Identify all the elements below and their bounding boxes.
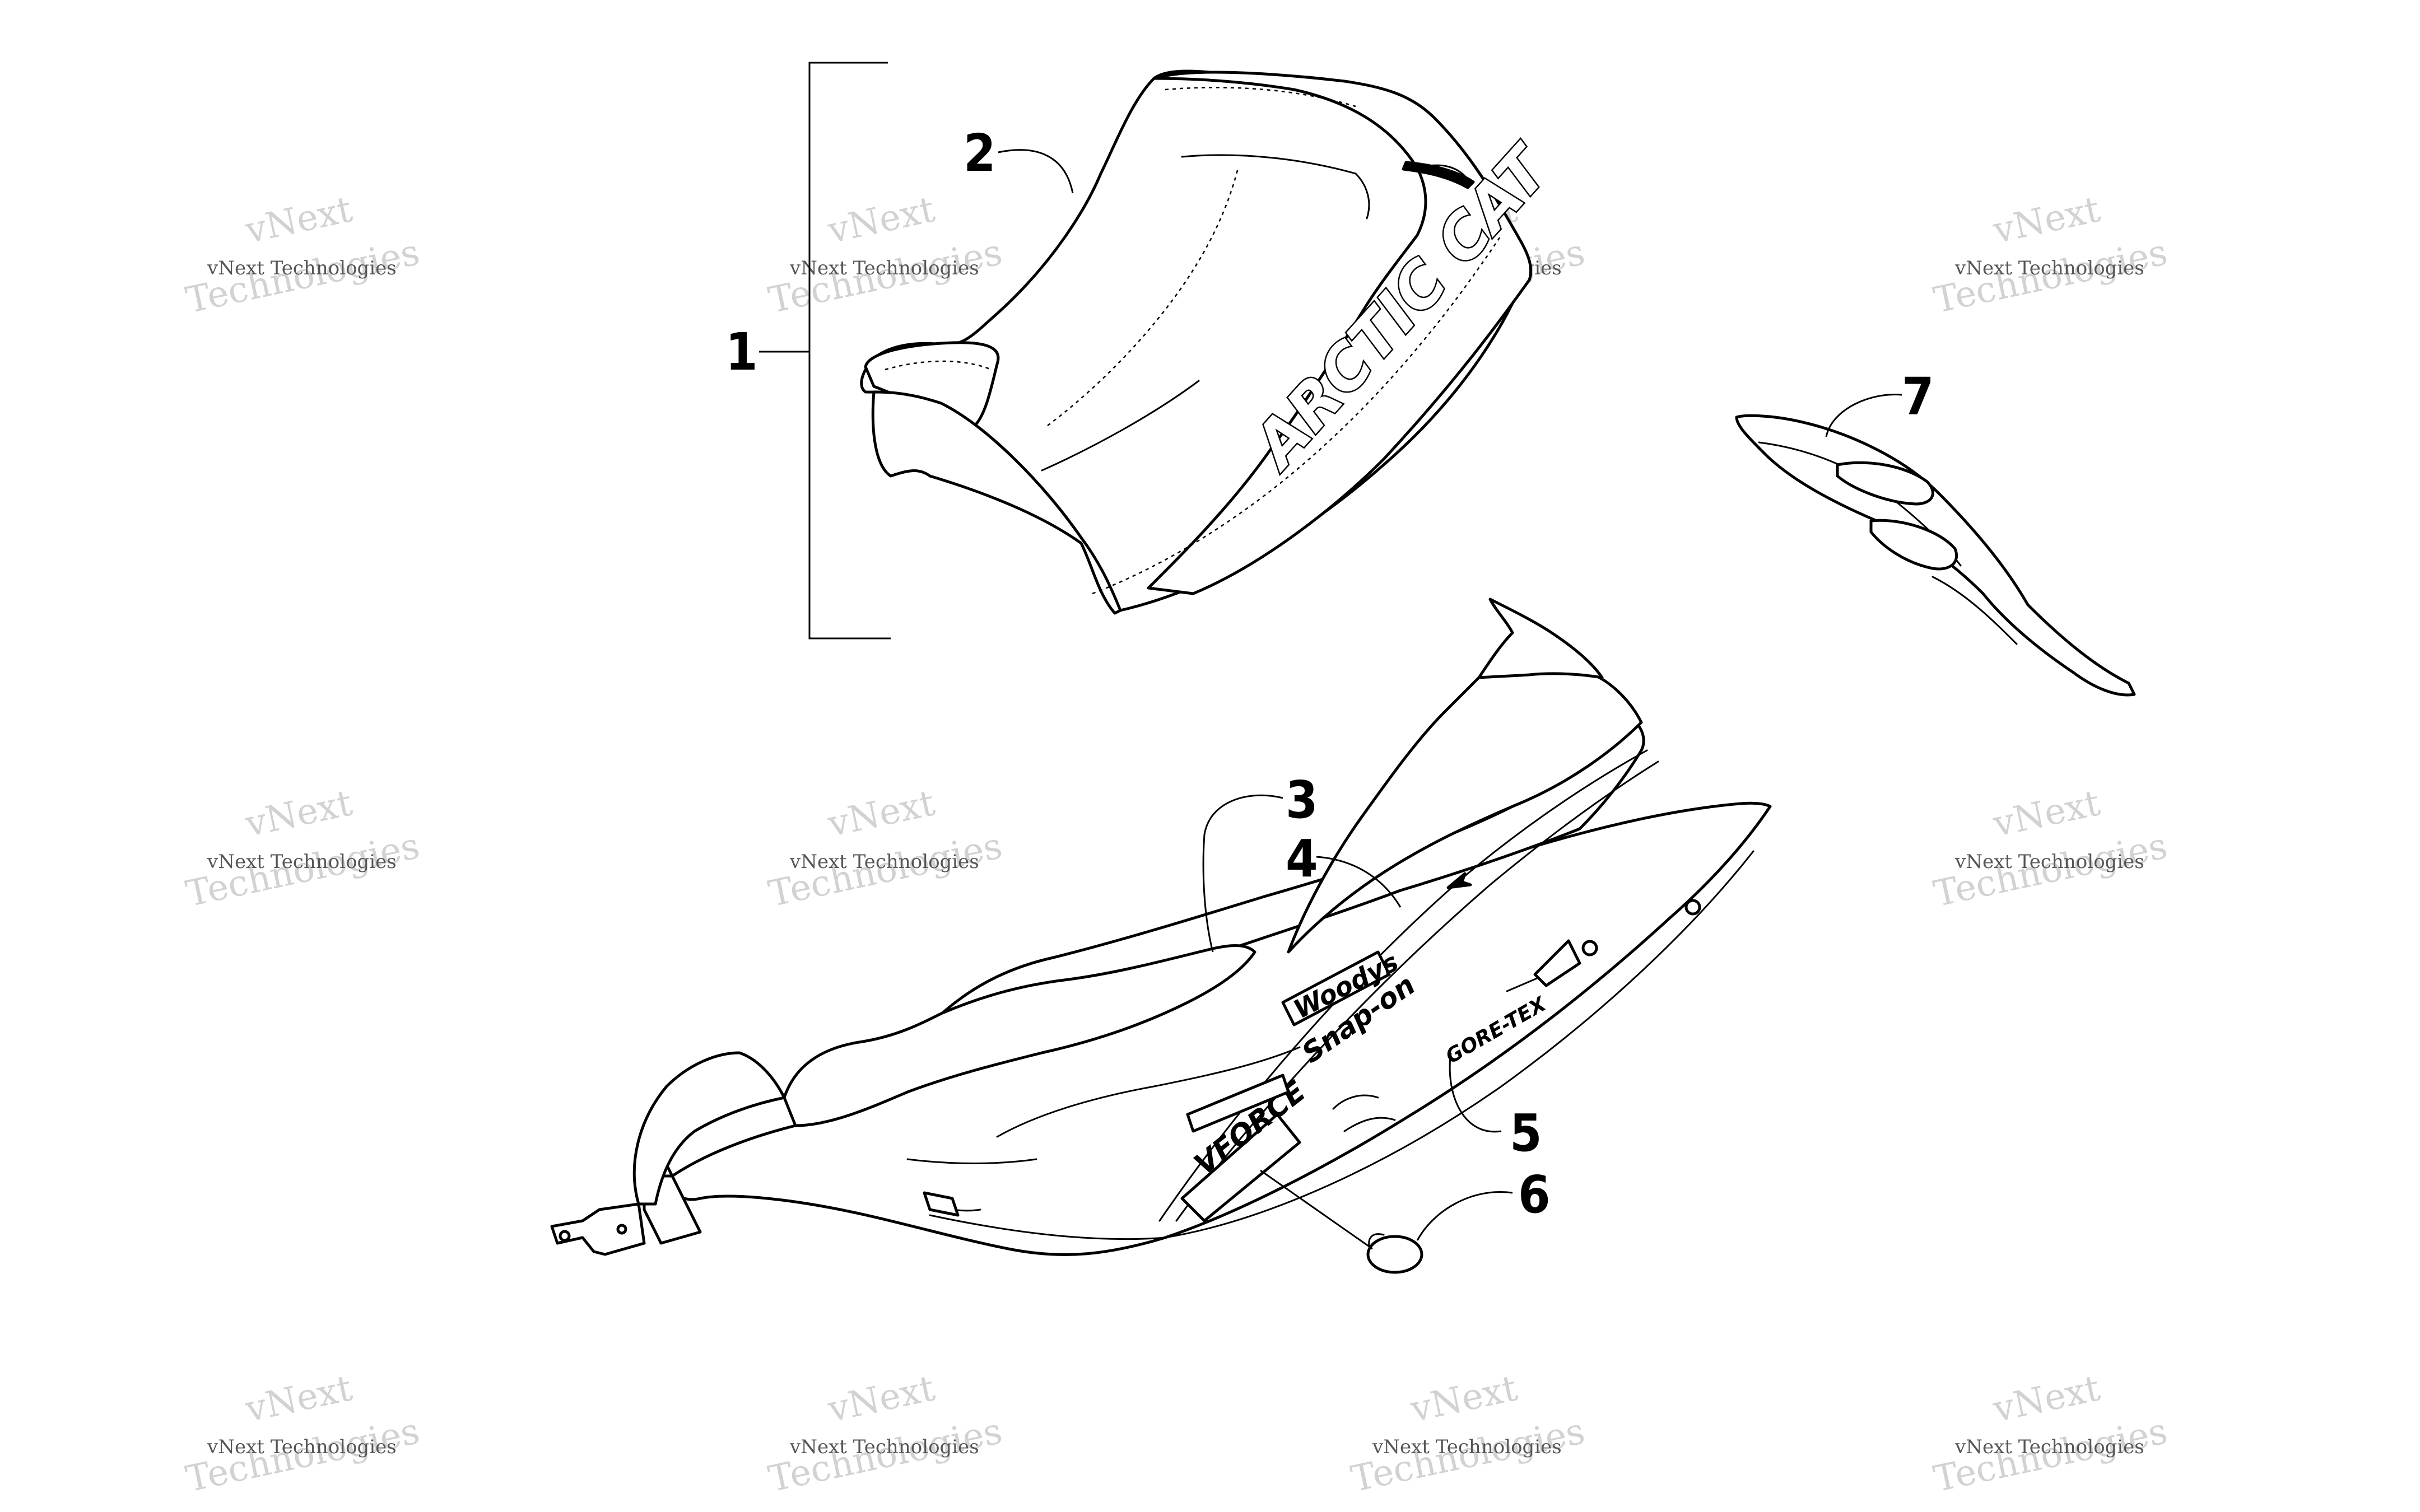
decal-small-logo	[1343, 1117, 1396, 1132]
watermark-text-large: vNext	[1407, 1368, 1521, 1431]
watermark-text-large: vNext	[241, 189, 356, 252]
callout-5: 5	[1510, 1103, 1542, 1163]
watermark-text-large: vNext	[824, 782, 938, 846]
hood-side-wing	[632, 1051, 786, 1206]
seat-stitch	[1047, 167, 1239, 426]
seat-seam	[1181, 154, 1370, 220]
watermark: vNext Technologies vNext Technologies	[1348, 1368, 1589, 1500]
leader-line-6b	[1260, 1169, 1373, 1250]
hood-vent	[923, 1191, 960, 1217]
hood-bracket	[550, 1202, 646, 1256]
trim-piece	[1735, 414, 2136, 697]
trim-window	[1836, 461, 1934, 506]
watermark: vNext Technologies vNext Technologies	[183, 1368, 424, 1500]
watermark-text: vNext Technologies	[1954, 851, 2144, 873]
hood-lower-rim	[929, 850, 1755, 1240]
decal-blank-panel	[1186, 1074, 1290, 1133]
assembly-bracket	[808, 62, 891, 640]
watermark: vNext Technologies vNext Technologies	[765, 1368, 1006, 1500]
watermark: vNext Technologies vNext Technologies	[1930, 189, 2171, 321]
watermark-text-large: vNext	[1989, 189, 2103, 252]
callout-1: 1	[725, 322, 758, 382]
decal-vforce-panel	[1180, 1113, 1301, 1222]
watermark-text-large: vNext	[824, 189, 938, 252]
leader-line-6	[1416, 1191, 1513, 1241]
watermark: vNext Technologies vNext Technologies	[765, 782, 1006, 915]
watermark-text-large: vNext	[1989, 782, 2103, 846]
decal-small-logo	[1332, 1094, 1379, 1110]
emblem-cap	[1366, 1235, 1423, 1274]
decal-woodys-panel	[1281, 950, 1391, 1026]
decal-stripe	[1158, 749, 1648, 1222]
watermark: vNext Technologies vNext Technologies	[765, 189, 1006, 321]
callout-3: 3	[1286, 770, 1318, 830]
callout-4: 4	[1286, 829, 1318, 889]
hood-footwell-edge	[996, 1046, 1301, 1138]
watermark-text: vNext Technologies	[207, 851, 397, 873]
callout-2: 2	[964, 123, 996, 183]
watermark-text-large: vNext	[241, 1368, 356, 1431]
hood-top-rail	[781, 944, 1256, 1127]
decal-stripe	[1175, 760, 1659, 1222]
leader-line-7	[1825, 393, 1902, 437]
watermark-text-large: vNext	[824, 1368, 938, 1431]
seat-side-panel	[871, 390, 1122, 615]
watermark-text: vNext Technologies	[789, 851, 979, 873]
watermark-text: vNext Technologies	[789, 257, 979, 279]
watermark-text-large: vNext	[1989, 1368, 2103, 1431]
callout-7: 7	[1902, 367, 1934, 427]
decal-arrow	[1446, 872, 1472, 889]
emblem-dot	[1581, 940, 1598, 956]
hood-footwell-edge	[906, 1158, 1037, 1164]
watermark-text: vNext Technologies	[207, 257, 397, 279]
watermark-text: vNext Technologies	[1954, 1436, 2144, 1458]
watermark-text-large: vNext	[241, 782, 356, 846]
seat-seam	[1041, 380, 1200, 472]
trim-window	[1869, 519, 1958, 571]
seat-stitch	[1165, 87, 1356, 108]
bracket-hole	[559, 1230, 571, 1242]
bracket-hole	[616, 1224, 627, 1235]
trim-edge	[1932, 576, 2018, 645]
watermark-text: vNext Technologies	[207, 1436, 397, 1458]
watermark-text: vNext Technologies	[1372, 1436, 1562, 1458]
emblem-dot	[1684, 899, 1701, 916]
watermark: vNext Technologies vNext Technologies	[183, 782, 424, 915]
part-7-trim	[1735, 393, 2136, 697]
watermark-text: vNext Technologies	[1954, 257, 2144, 279]
watermark-text: vNext Technologies	[789, 1436, 979, 1458]
seat-stitch	[885, 360, 992, 371]
seat-rear-band	[1402, 161, 1475, 189]
decal-corner-logo	[1533, 939, 1581, 987]
callouts: 1 2 3 4 5 6 7	[725, 123, 1934, 1225]
leader-line-5	[1449, 1052, 1502, 1133]
seat-assembly: ARCTIC CAT	[759, 62, 1566, 640]
watermark: vNext Technologies vNext Technologies	[1930, 782, 2171, 915]
leader-line-2	[998, 149, 1074, 194]
leader-line-3	[1202, 794, 1283, 953]
watermark: vNext Technologies vNext Technologies	[183, 189, 424, 321]
leader-line-4	[1316, 856, 1402, 908]
hood-assembly: Woodys Snap-on VFORCE GORE-TEX	[550, 598, 1772, 1274]
hood-windshield-mount	[1477, 598, 1604, 679]
callout-6: 6	[1518, 1165, 1551, 1225]
watermark: vNext Technologies vNext Technologies	[1930, 1368, 2171, 1500]
